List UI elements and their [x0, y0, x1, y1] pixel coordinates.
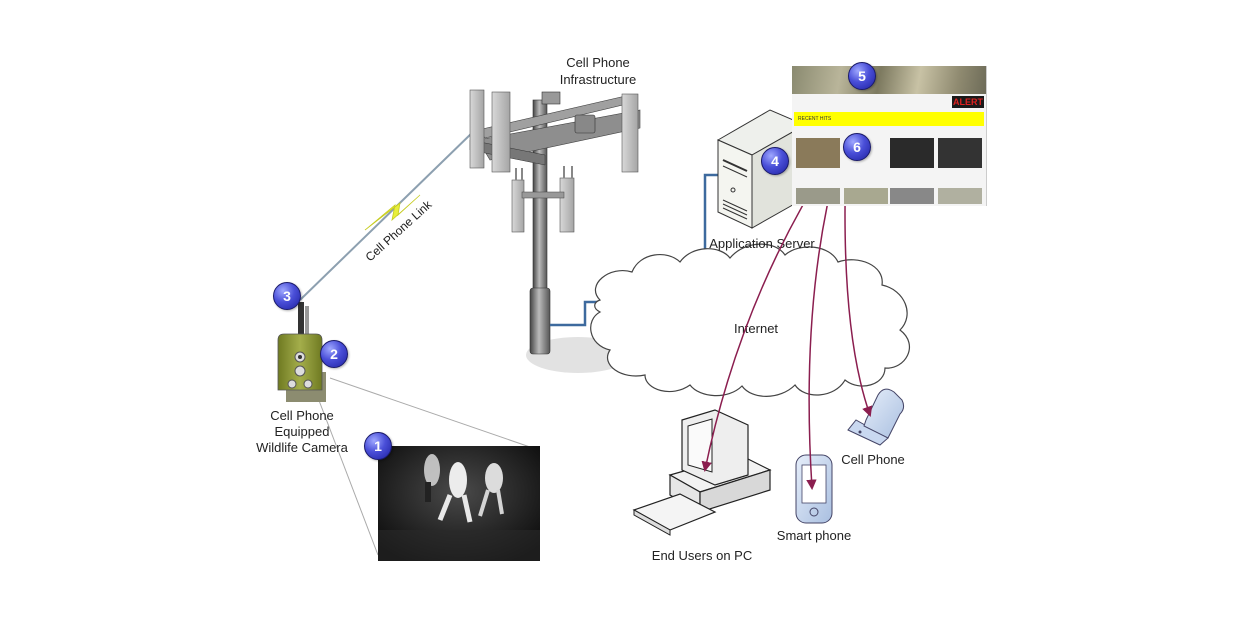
cloud-label: Internet — [734, 321, 778, 336]
step-badge-6: 6 — [843, 133, 871, 161]
thumbnail — [796, 138, 840, 168]
step-badge-1: 1 — [364, 432, 392, 460]
internet-cloud-icon — [590, 243, 911, 397]
alert-badge: ALERT — [952, 96, 984, 108]
step-badge-5: 5 — [848, 62, 876, 90]
recent-hits-bar: RECENT HITS — [794, 112, 984, 126]
thumbnail — [844, 188, 888, 204]
thumbnail — [796, 188, 840, 204]
thumbnail — [890, 188, 934, 204]
camera-label-line2: Equipped — [275, 424, 330, 439]
camera-label-line3: Wildlife Camera — [256, 440, 349, 455]
flip-phone-icon — [847, 388, 905, 446]
application-server-icon — [716, 109, 807, 229]
smartphone-label: Smart phone — [777, 528, 851, 543]
cell-tower-icon — [469, 89, 641, 373]
cell-phone-link — [299, 129, 476, 301]
web-app-screenshot: ALERT RECENT HITS — [792, 66, 987, 206]
lightning-bolt-icon — [364, 194, 421, 231]
thumbnail — [890, 138, 934, 168]
camera-zoom-lines — [314, 377, 531, 556]
step-badge-3: 3 — [273, 282, 301, 310]
desktop-pc-icon — [632, 409, 772, 536]
thumbnail — [938, 138, 982, 168]
pc-label: End Users on PC — [652, 548, 752, 563]
tower-label-line1: Cell Phone — [566, 55, 630, 70]
wildlife-camera-icon — [277, 302, 326, 402]
night-capture-image — [378, 446, 540, 561]
camera-label-line1: Cell Phone — [270, 408, 334, 423]
thumbnail — [938, 188, 982, 204]
map-banner — [792, 66, 986, 94]
server-label: Application Server — [709, 236, 815, 251]
smartphone-icon — [795, 454, 833, 524]
tower-label-line2: Infrastructure — [560, 72, 637, 87]
cellphone-label: Cell Phone — [841, 452, 905, 467]
step-badge-4: 4 — [761, 147, 789, 175]
step-badge-2: 2 — [320, 340, 348, 368]
